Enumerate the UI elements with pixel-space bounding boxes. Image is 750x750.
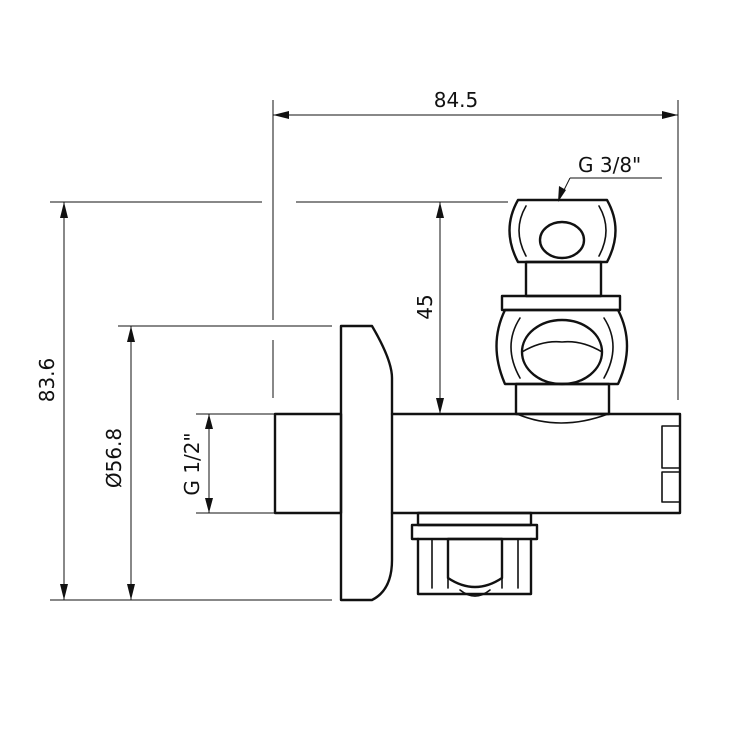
dimension-overall-height: 83.6 bbox=[35, 202, 68, 600]
inlet-thread-label: G 1/2" bbox=[180, 432, 204, 495]
leader-outlet-thread: G 3/8" bbox=[558, 153, 662, 202]
overall-height-label: 83.6 bbox=[35, 358, 59, 403]
bottom-outlet-filter bbox=[410, 511, 539, 597]
valve-head bbox=[495, 294, 629, 416]
overall-width-label: 84.5 bbox=[434, 88, 479, 112]
wall-flange bbox=[339, 324, 394, 602]
dimension-overall-width: 84.5 bbox=[273, 88, 678, 119]
outlet-height-label: 45 bbox=[413, 294, 437, 319]
outlet-thread-label: G 3/8" bbox=[578, 153, 641, 177]
outlet-nut bbox=[508, 198, 617, 298]
dimension-flange-diameter: Ø56.8 bbox=[102, 326, 135, 600]
flange-diameter-label: Ø56.8 bbox=[102, 428, 126, 488]
inlet-thread-stub bbox=[273, 412, 343, 515]
extension-lines bbox=[50, 100, 679, 601]
dimension-inlet-thread: G 1/2" bbox=[180, 414, 213, 513]
valve-body bbox=[390, 412, 682, 515]
dimension-outlet-height: 45 bbox=[413, 202, 444, 414]
